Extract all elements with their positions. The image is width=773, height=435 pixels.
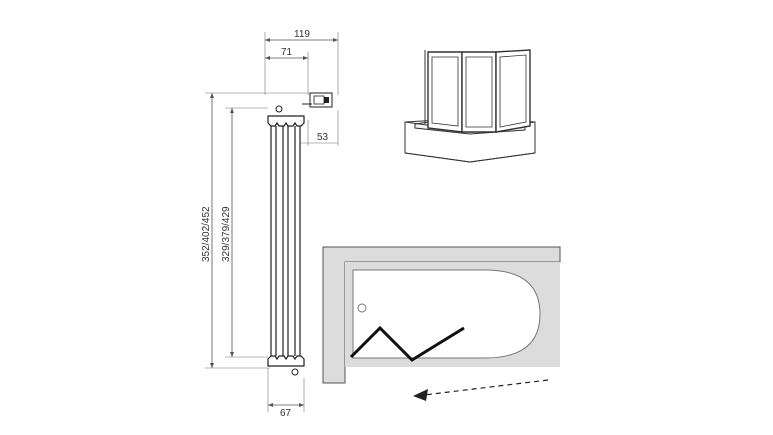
dim-label-height-outer: 352/402/452	[201, 206, 212, 262]
folded-panels-side	[267, 115, 305, 376]
tub-basin	[352, 269, 541, 359]
dimension-top-inner: 71	[265, 47, 309, 95]
dim-label-53: 53	[317, 132, 329, 143]
dimension-side-offset: 53	[300, 110, 339, 146]
dimension-height-inner: 329/379/429	[221, 107, 268, 358]
dim-label-height-inner: 329/379/429	[221, 206, 232, 262]
folding-screen-plan	[349, 325, 465, 362]
dim-label-67: 67	[280, 408, 292, 419]
screen-panels-perspective	[427, 49, 531, 133]
dim-label-119: 119	[294, 29, 310, 40]
wall-bracket	[275, 92, 333, 113]
folding-direction-arrow-icon	[413, 379, 549, 401]
plan-view	[322, 246, 561, 401]
dimension-height-outer: 352/402/452	[201, 92, 310, 369]
dim-label-71: 71	[281, 47, 293, 58]
dimension-top-overall: 119	[264, 29, 339, 95]
drain-icon	[357, 303, 367, 313]
dimension-bottom-width: 67	[267, 368, 305, 419]
perspective-view	[404, 49, 536, 163]
side-elevation-view: 119 71 53 352	[201, 29, 339, 419]
